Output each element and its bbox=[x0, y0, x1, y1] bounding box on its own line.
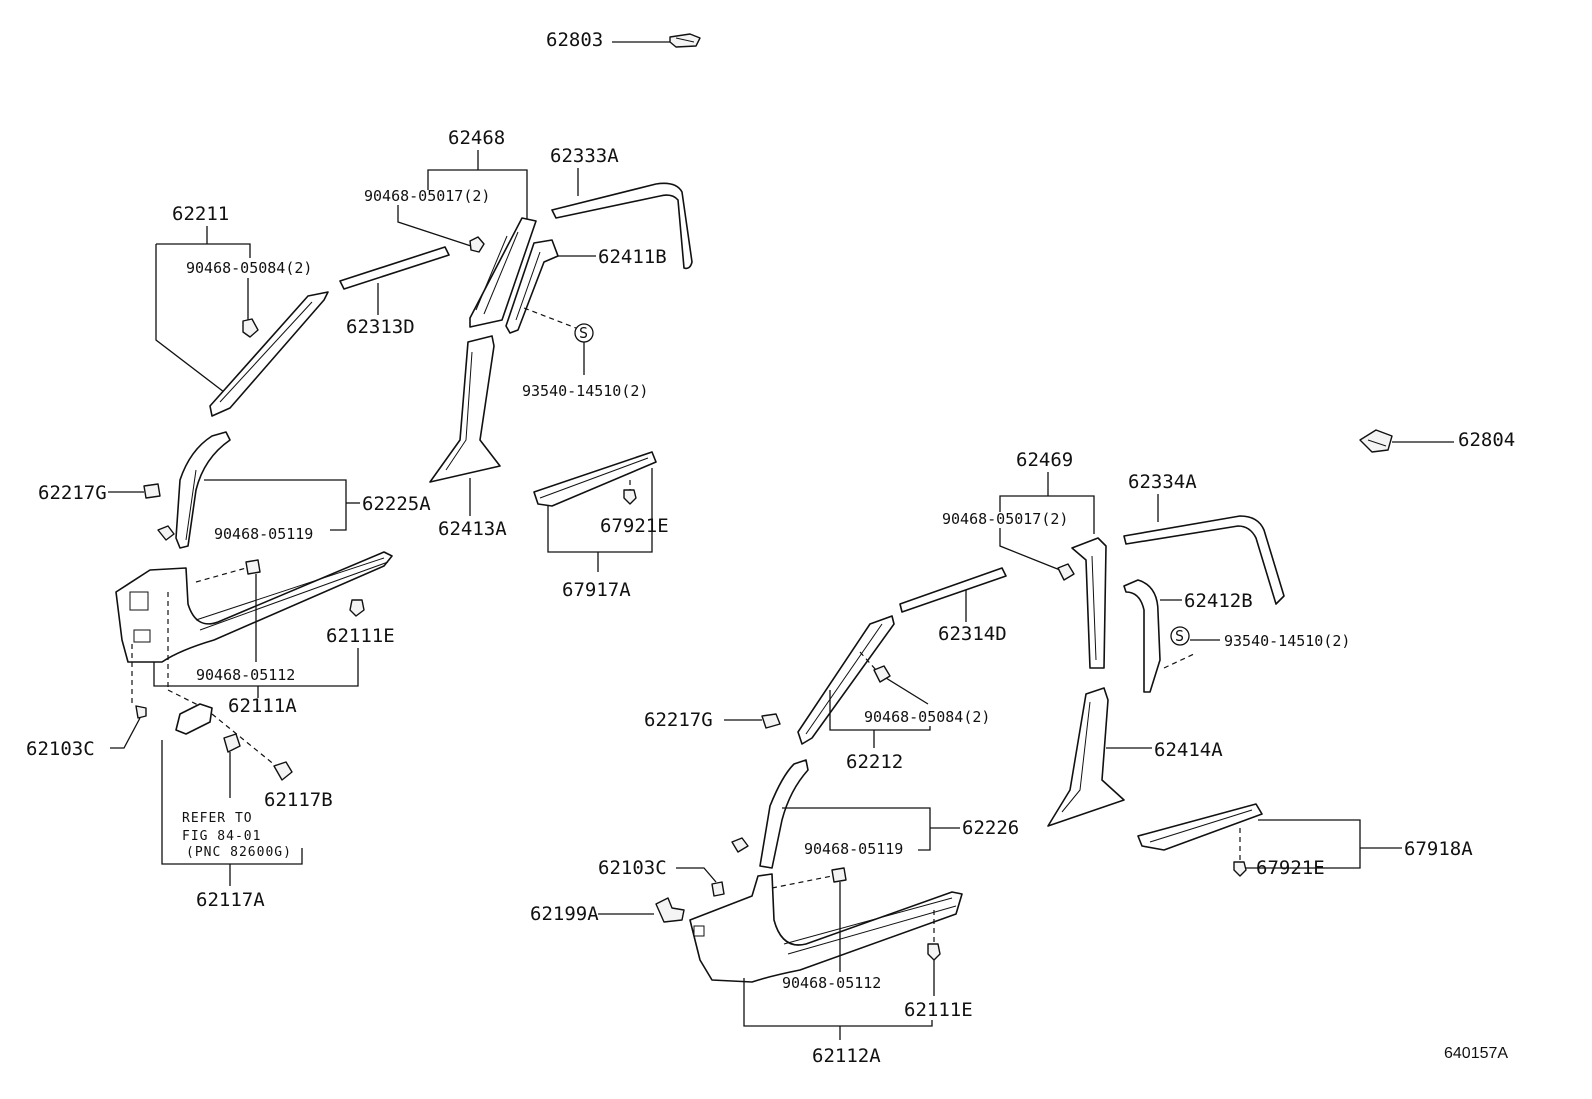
label-90468-05119-right: 90468-05119 bbox=[804, 840, 903, 858]
part-62469-garnish bbox=[1071, 537, 1107, 669]
clip-62111E-left bbox=[349, 599, 365, 617]
screw-symbol-right bbox=[1170, 626, 1190, 646]
label-62217G-left: 62217G bbox=[38, 482, 107, 504]
clip-90468-05112-left bbox=[245, 559, 261, 575]
clip-90468-05119-left bbox=[157, 525, 175, 541]
clip-90468-05119-right bbox=[731, 837, 749, 853]
label-67918A: 67918A bbox=[1404, 838, 1473, 860]
label-62413A: 62413A bbox=[438, 518, 507, 540]
label-90468-05017-left: 90468-05017(2) bbox=[364, 187, 490, 205]
label-62211: 62211 bbox=[172, 203, 229, 225]
part-62117A-pad bbox=[223, 733, 241, 753]
part-62804-clip bbox=[1359, 429, 1393, 453]
label-62412B: 62412B bbox=[1184, 590, 1253, 612]
clip-67921E-left bbox=[623, 489, 637, 505]
label-62103C-left: 62103C bbox=[26, 738, 95, 760]
screw-letter-right: S bbox=[1175, 627, 1184, 645]
label-62117B: 62117B bbox=[264, 789, 333, 811]
label-67917A: 67917A bbox=[562, 579, 631, 601]
part-62226-garnish bbox=[759, 759, 809, 869]
label-93540-14510-right: 93540-14510(2) bbox=[1224, 632, 1350, 650]
label-62414A: 62414A bbox=[1154, 739, 1223, 761]
label-62313D: 62313D bbox=[346, 316, 415, 338]
part-62111A-scuff-and-kick-panel bbox=[115, 551, 393, 663]
screw-letter-left: S bbox=[579, 324, 588, 342]
label-62217G-right: 62217G bbox=[644, 709, 713, 731]
clip-62217G-left bbox=[143, 483, 161, 499]
label-67921E-left: 67921E bbox=[600, 515, 669, 537]
note-line-1: REFER TO bbox=[182, 811, 253, 826]
clip-90468-05084-left bbox=[242, 318, 259, 338]
label-62199A: 62199A bbox=[530, 903, 599, 925]
diagram-code: 640157A bbox=[1444, 1045, 1508, 1062]
label-62469: 62469 bbox=[1016, 449, 1073, 471]
note-line-2: FIG 84-01 bbox=[182, 829, 261, 844]
label-62411B: 62411B bbox=[598, 246, 667, 268]
clip-90468-05017-right bbox=[1057, 563, 1075, 581]
part-62212-a-pillar-garnish bbox=[797, 615, 895, 745]
part-62112A-scuff-and-kick-panel bbox=[689, 873, 963, 983]
part-62412B-bracket bbox=[1123, 579, 1161, 693]
part-62468-garnish bbox=[469, 217, 537, 328]
part-62313D-garnish bbox=[339, 246, 450, 290]
part-62199A-bracket bbox=[655, 897, 685, 923]
part-62333A-weatherstrip bbox=[551, 182, 693, 270]
note-line-3: (PNC 82600G) bbox=[186, 845, 292, 860]
label-62111E-left: 62111E bbox=[326, 625, 395, 647]
label-62111A: 62111A bbox=[228, 695, 297, 717]
label-90468-05119-left: 90468-05119 bbox=[214, 525, 313, 543]
part-67918A-scuff-plate bbox=[1137, 803, 1263, 851]
part-62314D-garnish bbox=[899, 567, 1007, 613]
clip-62103C-left bbox=[135, 705, 147, 719]
label-90468-05112-left: 90468-05112 bbox=[196, 666, 295, 684]
clip-62117B bbox=[273, 761, 293, 781]
label-62103C-right: 62103C bbox=[598, 857, 667, 879]
label-62117A: 62117A bbox=[196, 889, 265, 911]
part-62414A-pillar-garnish bbox=[1047, 687, 1125, 827]
label-62212: 62212 bbox=[846, 751, 903, 773]
part-62334A-weatherstrip bbox=[1123, 515, 1285, 605]
label-90468-05017-right: 90468-05017(2) bbox=[942, 510, 1068, 528]
label-67921E-right: 67921E bbox=[1256, 857, 1325, 879]
part-62803-clip bbox=[612, 33, 701, 48]
label-62112A: 62112A bbox=[812, 1045, 881, 1067]
part-62411B-bracket bbox=[505, 239, 559, 334]
part-62117A-cover bbox=[175, 703, 213, 735]
label-62803: 62803 bbox=[546, 29, 603, 51]
clip-62217G-right bbox=[761, 713, 781, 729]
label-90468-05084-left: 90468-05084(2) bbox=[186, 259, 312, 277]
clip-62111E-right bbox=[927, 943, 941, 961]
part-62211-a-pillar-garnish bbox=[209, 291, 329, 417]
label-62226: 62226 bbox=[962, 817, 1019, 839]
label-62468: 62468 bbox=[448, 127, 505, 149]
clip-90468-05112-right bbox=[831, 867, 847, 883]
label-62334A: 62334A bbox=[1128, 471, 1197, 493]
label-90468-05084-right: 90468-05084(2) bbox=[864, 708, 990, 726]
clip-62103C-right bbox=[711, 881, 725, 897]
label-62111E-right: 62111E bbox=[904, 999, 973, 1021]
label-93540-14510-left: 93540-14510(2) bbox=[522, 382, 648, 400]
clip-90468-05017-left bbox=[469, 236, 485, 253]
clip-67921E-right bbox=[1233, 861, 1247, 877]
label-62804: 62804 bbox=[1458, 429, 1515, 451]
label-62333A: 62333A bbox=[550, 145, 619, 167]
part-62413A-pillar-garnish bbox=[429, 335, 501, 483]
label-62225A: 62225A bbox=[362, 493, 431, 515]
label-62314D: 62314D bbox=[938, 623, 1007, 645]
label-90468-05112-right: 90468-05112 bbox=[782, 974, 881, 992]
part-67917A-scuff-plate bbox=[533, 451, 657, 507]
